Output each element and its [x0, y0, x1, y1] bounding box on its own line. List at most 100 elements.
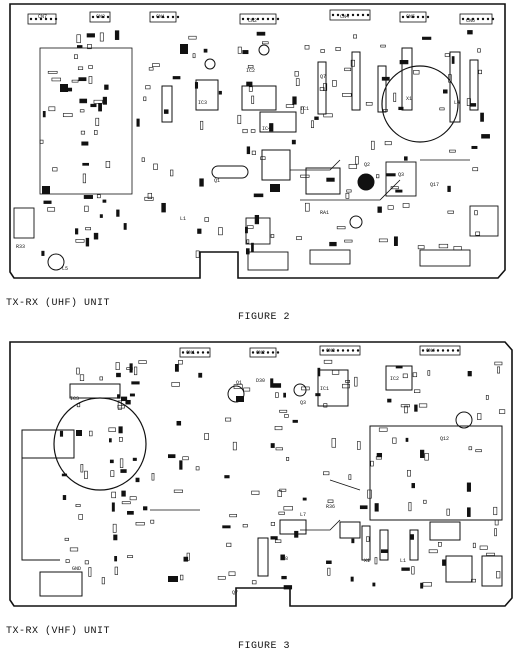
part-label: Q17 — [430, 182, 439, 188]
uhf-smd-part — [398, 106, 404, 111]
uhf-smd-part — [79, 98, 88, 104]
uhf-smd-part — [247, 65, 254, 69]
uhf-smd-part — [471, 145, 478, 149]
connector-pin — [421, 15, 425, 19]
vhf-smd-part — [118, 437, 123, 442]
connector-pin — [351, 13, 355, 17]
uhf-smd-part — [380, 44, 386, 48]
vhf-smd-part — [109, 438, 112, 443]
board-edge — [9, 3, 506, 279]
uhf-smd-part — [200, 120, 204, 130]
vhf-smd-part — [486, 552, 495, 556]
uhf-smd-part — [320, 49, 325, 53]
connector — [319, 345, 361, 356]
vhf-smd-part — [286, 457, 290, 461]
uhf-smd-part — [346, 189, 352, 193]
uhf-smd-part — [188, 35, 197, 40]
vhf-smd-part — [374, 503, 379, 512]
vhf-smd-part — [498, 409, 506, 414]
vhf-smd-part — [467, 507, 471, 517]
uhf-smd-part — [291, 139, 296, 145]
uhf-smd-part — [99, 32, 104, 42]
connector-pin — [471, 17, 475, 21]
vhf-smd-part — [183, 556, 189, 562]
connector-pin — [356, 349, 360, 352]
uhf-smd-part — [362, 174, 369, 177]
part-label: IC4 — [262, 126, 271, 132]
part-label: Q3 — [398, 172, 404, 178]
uhf-smd-part — [335, 47, 341, 51]
vhf-smd-part — [78, 514, 83, 520]
uhf-smd-part — [311, 120, 314, 129]
module-box — [419, 249, 471, 267]
vhf-smd-part — [274, 539, 282, 543]
uhf-smd-part — [444, 53, 450, 57]
vhf-smd-part — [270, 536, 278, 540]
vhf-smd-part — [99, 376, 103, 381]
uhf-smd-part — [295, 78, 300, 86]
uhf-smd-part — [218, 90, 222, 95]
uhf-smd-part — [269, 123, 274, 132]
connector — [149, 11, 180, 23]
vhf-smd-part — [374, 557, 378, 565]
vhf-smd-part — [110, 470, 115, 477]
vhf-smd-part — [109, 459, 114, 464]
connector-pin — [241, 17, 245, 21]
connector — [27, 13, 58, 25]
vhf-smd-part — [115, 362, 120, 371]
uhf-smd-part — [242, 128, 248, 134]
uhf-smd-part — [203, 48, 208, 53]
vhf-smd-part — [232, 441, 237, 451]
uhf-smd-part — [43, 200, 52, 204]
black-part — [236, 396, 244, 402]
uhf-smd-part — [270, 234, 275, 238]
vhf-smd-part — [129, 363, 133, 373]
part-label: Q1 — [214, 178, 220, 184]
vhf-smd-part — [494, 361, 503, 366]
uhf-smd-part — [85, 227, 91, 231]
vhf-smd-part — [217, 576, 226, 580]
uhf-smd-part — [447, 185, 451, 192]
vhf-smd-part — [479, 545, 488, 550]
uhf-smd-part — [355, 156, 359, 165]
uhf-smd-part — [336, 226, 346, 230]
uhf-smd-part — [480, 112, 484, 122]
vhf-smd-part — [428, 549, 438, 554]
vertical-component — [351, 51, 361, 111]
part-label: IC1 — [300, 106, 309, 112]
connector-pin — [361, 13, 365, 17]
vhf-smd-part — [69, 547, 79, 552]
vhf-smd-part — [412, 372, 418, 378]
connector-body — [179, 347, 211, 358]
vhf-smd-part — [121, 490, 126, 497]
connector-pin — [191, 351, 195, 354]
vhf-smd-part — [420, 449, 425, 458]
part-label: CN5 — [406, 14, 415, 20]
vhf-smd-part — [138, 360, 147, 364]
part-label: L5 — [62, 266, 68, 272]
uhf-smd-part — [469, 103, 477, 107]
uhf-smd-part — [102, 199, 107, 203]
uhf-smd-part — [439, 107, 445, 111]
uhf-smd-part — [42, 111, 46, 118]
vhf-smd-part — [173, 489, 183, 493]
vhf-smd-part — [414, 404, 418, 412]
vhf-smd-part — [114, 556, 118, 562]
uhf-smd-part — [390, 186, 399, 190]
vhf-smd-part — [274, 426, 283, 431]
vhf-unit-caption: TX-RX (VHF) UNIT — [6, 626, 111, 637]
part-label: Q1 — [236, 380, 242, 386]
vhf-smd-part — [375, 456, 382, 460]
uhf-smd-part — [144, 196, 154, 201]
vhf-smd-part — [370, 460, 374, 467]
uhf-smd-part — [353, 34, 357, 39]
connector-pin — [486, 17, 490, 21]
uhf-smd-part — [76, 34, 81, 44]
uhf-smd-part — [251, 150, 256, 155]
black-part — [168, 576, 178, 582]
uhf-smd-part — [395, 189, 403, 193]
uhf-smd-part — [262, 41, 269, 45]
vhf-smd-part — [437, 542, 442, 547]
vhf-smd-part — [225, 417, 232, 422]
vhf-smd-part — [167, 454, 176, 459]
